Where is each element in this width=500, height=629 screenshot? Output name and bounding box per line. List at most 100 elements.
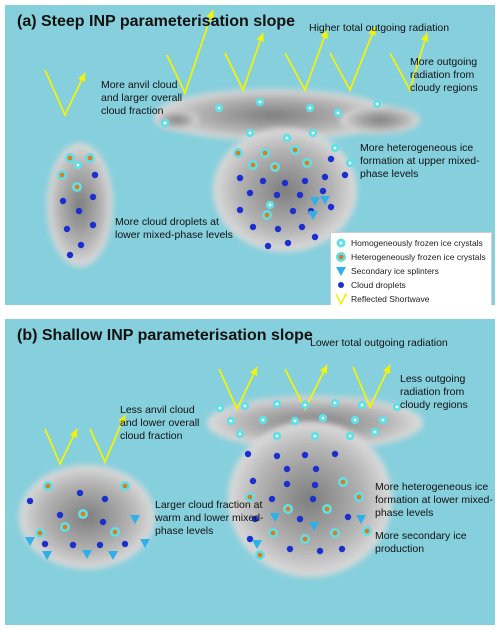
ice-splinter [356, 515, 366, 524]
heterogeneous-ice-crystal [78, 509, 88, 519]
cloud-droplet [311, 233, 319, 241]
homogeneous-ice-crystal [318, 413, 328, 423]
homogeneous-ice-crystal [73, 160, 83, 170]
homogeneous-ice-crystal [272, 431, 282, 441]
cloud-droplet [338, 545, 346, 553]
cloud-droplet [236, 174, 244, 182]
panel-shallow-slope: (b) Shallow INP parameterisation slope L… [5, 319, 495, 625]
homogeneous-ice-crystal [357, 400, 367, 410]
label-larger-cloud-fraction: Larger cloud fraction at warm and lower … [155, 499, 264, 537]
homogeneous-ice-crystal [310, 431, 320, 441]
cloud-droplet [244, 450, 252, 458]
reflected-shortwave-arrow [352, 364, 391, 410]
heterogeneous-ice-crystal [354, 492, 364, 502]
panel-a-title: (a) Steep INP parameterisation slope [17, 13, 296, 30]
heterogeneous-ice-crystal [290, 145, 300, 155]
homogeneous-ice-crystal [160, 118, 170, 128]
cloud-droplet [75, 207, 83, 215]
cloud-droplet [296, 515, 304, 523]
label-more-anvil-cloud: More anvil cloud and larger overall clou… [101, 79, 183, 117]
homogeneous-ice-crystal [392, 402, 402, 412]
homogeneous-ice-crystal [272, 399, 282, 409]
ice-splinter [25, 537, 35, 546]
cloud-droplet [59, 197, 67, 205]
ice-splinter [310, 197, 320, 206]
cloud-droplet [286, 545, 294, 553]
homogeneous-ice-crystal [330, 398, 340, 408]
cloud-droplet [301, 177, 309, 185]
ice-splinter [82, 550, 92, 559]
legend-homogeneous: Homogeneously frozen ice crystals [335, 236, 483, 249]
homogeneous-ice-crystal [308, 128, 318, 138]
cloud-droplet [89, 193, 97, 201]
homogeneous-ice-crystal [214, 103, 224, 113]
cloud-droplet [63, 225, 71, 233]
homogeneous-ice-crystal [215, 403, 225, 413]
panel-a-artwork [44, 9, 429, 267]
cloud-droplet-icon [338, 281, 344, 288]
heterogeneous-ice-crystal [85, 153, 95, 163]
homogeneous-ice-crystal [350, 415, 360, 425]
ice-splinter [270, 513, 280, 522]
homogeneous-ice-crystal [378, 415, 388, 425]
cloud-droplet [41, 540, 49, 548]
cloud-droplet [311, 481, 319, 489]
cloud-droplet [121, 540, 129, 548]
heterogeneous-ice-crystal [248, 160, 258, 170]
heterogeneous-ice-crystal [255, 550, 265, 560]
label-more-outgoing-cloudy: More outgoing radiation from cloudy regi… [410, 56, 478, 94]
ice-splinter [140, 539, 150, 548]
cloud-droplet [249, 477, 257, 485]
ice-splinter [320, 196, 330, 205]
cloud-droplet [89, 221, 97, 229]
legend-heterogeneous: Heterogeneously frozen ice crystals [335, 250, 486, 263]
homogeneous-ice-crystal [282, 133, 292, 143]
cloud-droplet [96, 541, 104, 549]
homogeneous-ice-crystal [345, 158, 355, 168]
cloud-droplet [101, 495, 109, 503]
heterogeneous-ice-crystal [120, 481, 130, 491]
homogeneous-ice-crystal [255, 97, 265, 107]
homogeneous-ice-crystal [370, 427, 380, 437]
heterogeneous-ice-crystal [245, 492, 255, 502]
homogeneous-ice-crystal [226, 416, 236, 426]
label-more-secondary-ice: More secondary ice production [375, 530, 467, 555]
heterogeneous-ice-crystal [322, 504, 332, 514]
heterogeneous-ice-crystal [233, 148, 243, 158]
homogeneous-ice-crystal [345, 431, 355, 441]
reflected-shortwave-arrow [166, 9, 215, 96]
cloud-droplet [249, 223, 257, 231]
legend-heterogeneous-label: Heterogeneously frozen ice crystals [351, 251, 486, 262]
cloud-droplet [327, 155, 335, 163]
cloud-droplet [99, 518, 107, 526]
cloud-droplet [246, 535, 254, 543]
particles-b [25, 398, 402, 560]
cloud-droplet [319, 187, 327, 195]
heterogeneous-ice-crystal [338, 477, 348, 487]
cloud-droplet [283, 480, 291, 488]
homogeneous-ice-crystal [265, 200, 275, 210]
cloud-droplet [298, 223, 306, 231]
reflected-shortwave-arrow [329, 26, 376, 93]
cloud-droplet [56, 511, 64, 519]
cloud-main-a [155, 89, 420, 252]
cloud-droplet [76, 489, 84, 497]
reflected-shortwave-arrow [224, 32, 265, 93]
legend-homogeneous-label: Homogeneously frozen ice crystals [351, 237, 483, 248]
cloud-droplet [91, 171, 99, 179]
heterogeneous-ice-crystal [362, 526, 372, 536]
heterogeneous-ice-crystal [57, 170, 67, 180]
panel-b-title: (b) Shallow INP parameterisation slope [17, 327, 313, 344]
heterogeneous-ice-crystal [300, 534, 310, 544]
particles-a [57, 97, 382, 259]
heterogeneous-ice-crystal [262, 210, 272, 220]
label-higher-total-radiation: Higher total outgoing radiation [309, 22, 450, 34]
label-lower-total-radiation: Lower total outgoing radiation [310, 337, 448, 349]
reflected-shortwave-arrow [284, 29, 329, 93]
ice-splinter [252, 540, 262, 549]
ice-splinter-icon [336, 266, 346, 276]
legend-splinters: Secondary ice splinters [335, 264, 439, 277]
legend: Homogeneously frozen ice crystals Hetero… [330, 232, 492, 305]
homogeneous-ice-crystal [258, 415, 268, 425]
heterogeneous-ice-crystal [268, 528, 278, 538]
